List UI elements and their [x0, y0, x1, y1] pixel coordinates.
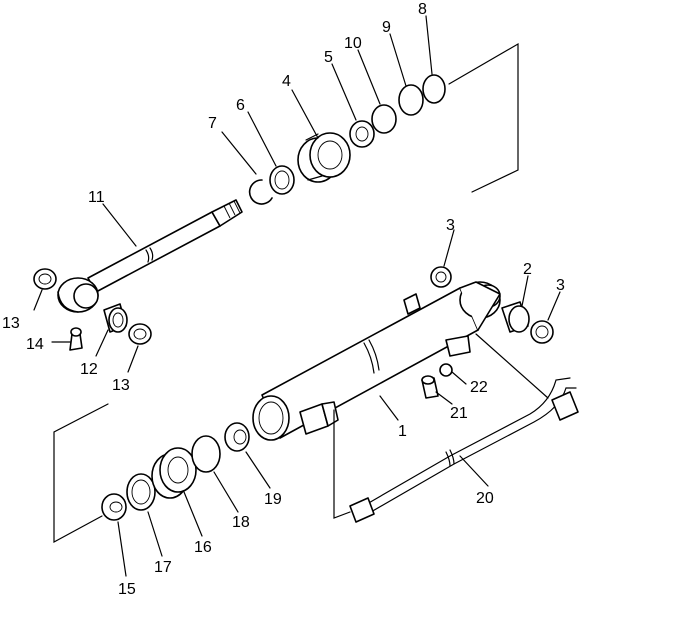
- dust-seal-13-right: [128, 323, 152, 345]
- head-16: [151, 447, 197, 499]
- seal-17: [126, 473, 156, 511]
- callout-8: 8: [418, 1, 427, 18]
- cylinder-tube: [252, 281, 501, 441]
- bushing-2: [501, 301, 530, 333]
- callout-4: 4: [282, 73, 291, 90]
- callout-22: 22: [470, 379, 488, 396]
- callout-11: 11: [88, 189, 105, 206]
- callout-20: 20: [476, 490, 494, 507]
- piston-4: [297, 132, 351, 183]
- callout-18: 18: [232, 514, 250, 531]
- ring-15: [101, 493, 127, 521]
- backup-ring-8: [422, 74, 446, 104]
- callout-1: 1: [398, 423, 407, 440]
- callout-6: 6: [236, 97, 245, 114]
- grease-fitting-14: [69, 327, 83, 351]
- callout-21: 21: [450, 405, 468, 422]
- bolt-21: [421, 375, 439, 399]
- callout-15: 15: [118, 581, 136, 598]
- callout-9: 9: [382, 19, 391, 36]
- callout-7: 7: [208, 115, 217, 132]
- callout-17: 17: [154, 559, 172, 576]
- piston-rod: [57, 199, 243, 313]
- dust-seal-3-right: [530, 320, 554, 344]
- o-ring-22: [439, 363, 453, 377]
- callout-5: 5: [324, 49, 333, 66]
- dust-seal-3-top: [430, 266, 452, 288]
- bushing-12: [103, 303, 128, 333]
- wear-ring-6: [269, 165, 295, 195]
- snap-ring-7: [248, 179, 273, 205]
- callout-3: 3: [556, 277, 565, 294]
- dust-seal-13-left: [33, 268, 57, 290]
- bushing-18: [191, 435, 221, 473]
- callout-3: 3: [446, 217, 455, 234]
- callout-19: 19: [264, 491, 282, 508]
- callout-13: 13: [2, 315, 20, 332]
- callout-14: 14: [26, 336, 44, 353]
- o-ring-10: [371, 104, 397, 134]
- callout-16: 16: [194, 539, 212, 556]
- callout-10: 10: [344, 35, 362, 52]
- nut-19: [224, 422, 250, 452]
- callout-13: 13: [112, 377, 130, 394]
- nut-5: [349, 120, 375, 148]
- callout-12: 12: [80, 361, 98, 378]
- hose-assembly: [349, 377, 579, 523]
- o-ring-9: [398, 84, 424, 116]
- callout-2: 2: [523, 261, 532, 278]
